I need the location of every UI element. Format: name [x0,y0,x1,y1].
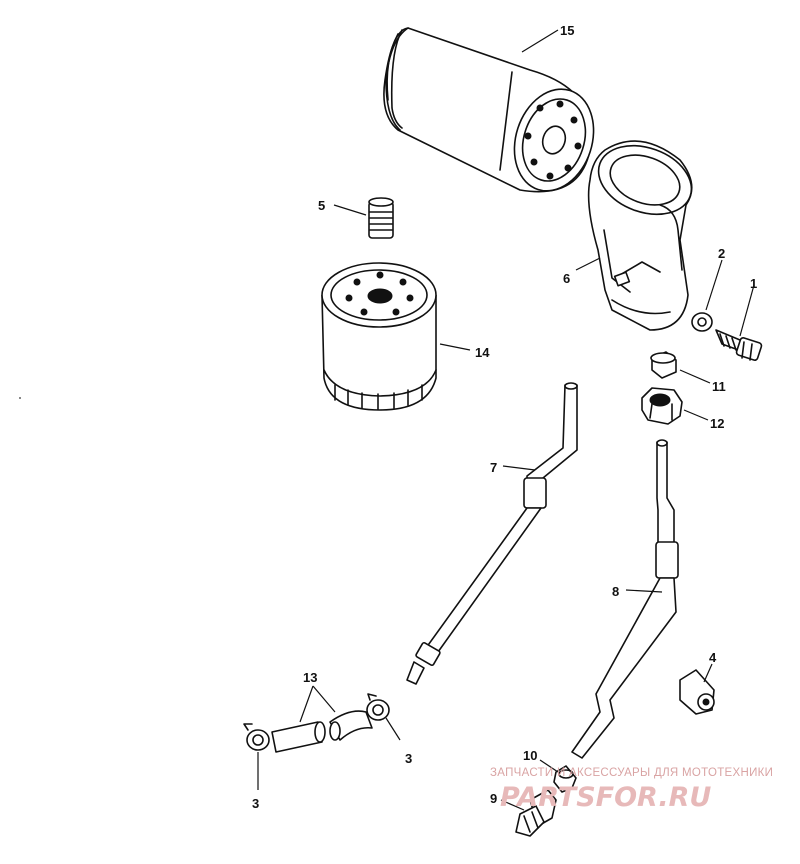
watermark-logo: PARTSFOR.RU [500,782,711,813]
part-15-oil-filter-large [383,27,595,193]
part-7-oil-line [406,382,578,685]
part-8-oil-line [571,439,679,759]
leader-lines [257,29,755,811]
watermark-tagline: ЗАПЧАСТИ И АКСЕССУАРЫ ДЛЯ МОТОТЕХНИКИ [490,767,773,779]
callout-5: 5 [318,198,325,213]
part-3-clamp-right [366,693,390,721]
callout-9: 9 [490,791,497,806]
part-9-connector [515,789,557,837]
part-1-screw [715,329,763,361]
scan-dot [19,397,21,399]
callout-13: 13 [303,670,317,685]
callout-12: 12 [710,416,724,431]
callout-7: 7 [490,460,497,475]
callout-3-right: 3 [405,751,412,766]
callout-14: 14 [475,345,490,360]
part-2-washer [691,312,713,332]
part-6-filter-adapter [587,140,693,331]
callout-6: 6 [563,271,570,286]
part-11-fitting [650,351,677,379]
callout-labels: 15 5 6 2 1 14 11 12 7 8 4 13 3 3 10 9 [252,23,757,811]
callout-1: 1 [750,276,757,291]
part-12-nut [641,387,683,425]
callout-3-left: 3 [252,796,259,811]
watermark: ЗАПЧАСТИ И АКСЕССУАРЫ ДЛЯ МОТОТЕХНИКИ PA… [490,767,773,813]
callout-11: 11 [712,379,726,394]
callout-15: 15 [560,23,574,38]
callout-10: 10 [523,748,537,763]
callout-8: 8 [612,584,619,599]
callout-2: 2 [718,246,725,261]
part-14-oil-filter [321,262,437,411]
part-4-clip [679,669,715,715]
part-10-sleeve [553,765,577,793]
part-3-clamp-left [243,723,270,751]
part-13-hoses [271,710,373,753]
callout-4: 4 [709,650,717,665]
part-5-nipple [368,197,394,239]
